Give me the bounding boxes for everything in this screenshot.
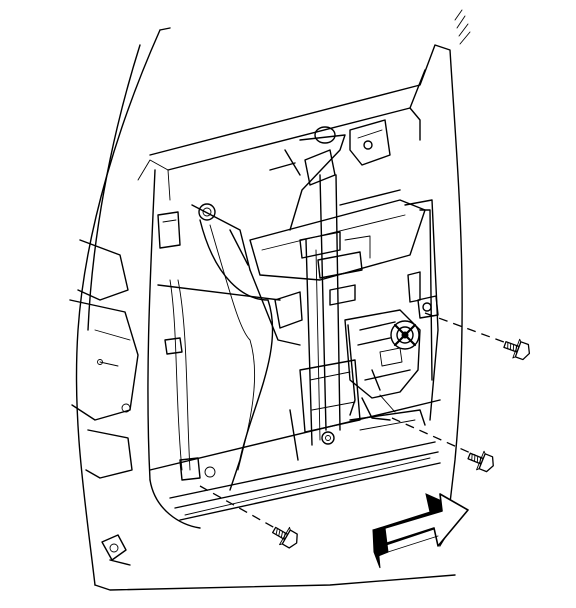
bolt-icon xyxy=(271,526,298,549)
bolt-leader-lines xyxy=(199,312,513,533)
window-regulator-rails xyxy=(191,134,426,446)
bolt-icon xyxy=(503,338,531,361)
lower-regulator-sash xyxy=(289,359,426,461)
window-cables xyxy=(157,219,281,491)
door-outer-shell xyxy=(69,27,463,591)
bolt-icon xyxy=(467,450,494,473)
direction-arrow-icon xyxy=(372,493,469,569)
upper-guide-bracket xyxy=(269,119,391,186)
door-top-hatching xyxy=(454,9,471,45)
left-guide-assembly xyxy=(157,203,216,481)
door-latch-frame xyxy=(404,199,439,421)
regulator-motor xyxy=(344,309,421,421)
